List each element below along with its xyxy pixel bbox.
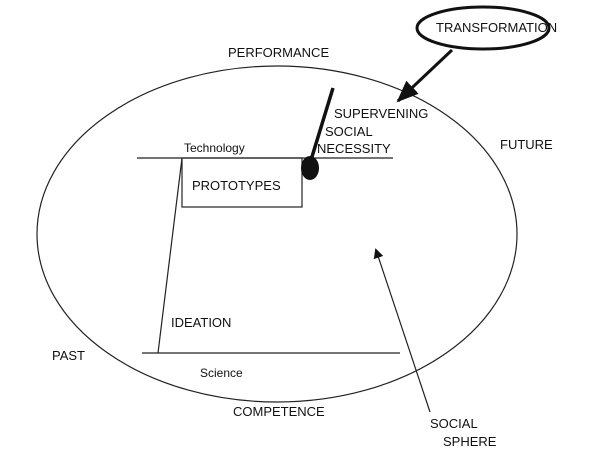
past-label: PAST [52,348,85,363]
prototypes-box [181,157,303,208]
technology-label: Technology [184,141,245,155]
breakthrough-dot [301,156,319,180]
future-label: FUTURE [500,137,553,152]
supervening-label: SUPERVENING [334,106,429,121]
prototypes-label: PROTOTYPES [192,178,281,193]
transformation-label: TRANSFORMATION [436,20,558,35]
science-label: Science [200,366,243,380]
social-sphere-arrow [373,248,431,413]
social-sphere-label-line2: SPHERE [443,434,497,449]
performance-label: PERFORMANCE [228,45,330,60]
transformation-arrow [396,48,454,103]
ideation-line [157,157,183,354]
transformation-ellipse [415,5,551,51]
competence-label: COMPETENCE [233,404,325,419]
necessity-label: NECESSITY [317,141,391,156]
necessity-stick [309,87,335,161]
social-sphere-label-line1: SOCIAL [430,416,478,431]
ideation-label: IDEATION [171,315,232,330]
social-label: SOCIAL [325,124,373,139]
social-sphere-ellipse [36,65,518,403]
